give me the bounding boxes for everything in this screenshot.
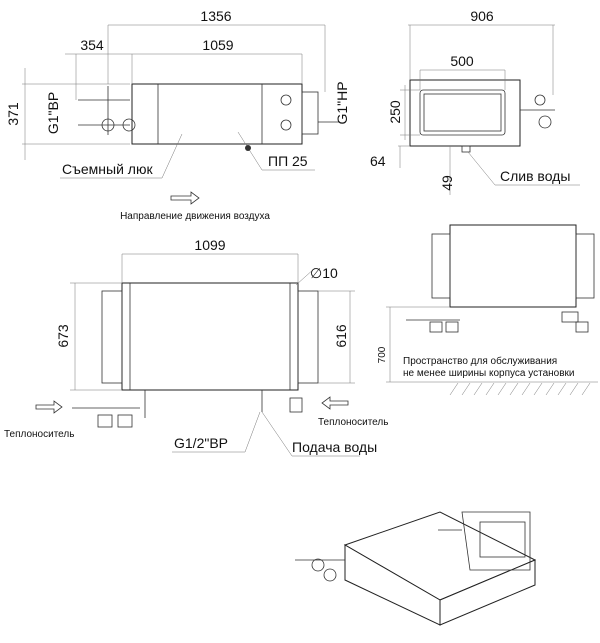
dim-616: 616 (333, 324, 349, 348)
unit-body-top (131, 83, 303, 145)
hatch-label: Съемный люк (62, 161, 153, 177)
side-view: 906 500 250 64 49 Слив воды (370, 8, 580, 195)
inlet-thread-label: G1"ВР (45, 92, 61, 134)
pp25-marker (245, 145, 251, 151)
thread-half-label: G1/2"ВР (174, 435, 228, 451)
front-piping (72, 390, 303, 428)
water-supply-label: Подача воды (292, 439, 377, 455)
coolant-out-arrow-icon (321, 396, 349, 410)
dim-250: 250 (387, 100, 403, 124)
top-view: 1356 354 1059 371 G1"ВР G1"НР Съемный лю… (5, 8, 350, 222)
dim-hole: ∅10 (310, 265, 338, 281)
dim-673: 673 (55, 324, 71, 348)
piping-right (280, 91, 340, 135)
coolant-right-label: Теплоноситель (318, 417, 388, 428)
dim-354: 354 (80, 37, 104, 53)
dim-371: 371 (5, 102, 21, 126)
drain-outlet (461, 145, 471, 153)
pp25-label: ПП 25 (268, 153, 308, 169)
dim-1099: 1099 (194, 237, 225, 253)
dim-500: 500 (450, 53, 474, 69)
service-piping (406, 311, 589, 333)
service-note-line1: Пространство для обслуживания (403, 355, 557, 367)
airflow-arrow-icon (170, 191, 200, 205)
outlet-thread-label: G1"НР (334, 81, 350, 124)
service-note-line2: не менее ширины корпуса установки (403, 368, 575, 379)
dim-1356: 1356 (200, 8, 231, 24)
dim-906: 906 (470, 8, 494, 24)
dim-49: 49 (439, 175, 455, 191)
coolant-in-arrow-icon (35, 400, 63, 414)
front-view: 1099 ∅10 673 616 Теплоноситель Теплоноси… (4, 237, 388, 457)
dim-700: 700 (377, 346, 388, 363)
floor-hatch (449, 382, 591, 396)
dim-64: 64 (370, 153, 386, 169)
piping-left (78, 86, 136, 135)
side-piping (520, 94, 555, 129)
drain-label: Слив воды (500, 168, 570, 184)
airflow-label: Направление движения воздуха (120, 211, 270, 222)
isometric-view (295, 511, 537, 626)
coolant-left-label: Теплоноситель (4, 429, 74, 440)
dim-1059: 1059 (202, 37, 233, 53)
service-view: 700 Пространство для обслуживания не мен… (377, 224, 598, 396)
